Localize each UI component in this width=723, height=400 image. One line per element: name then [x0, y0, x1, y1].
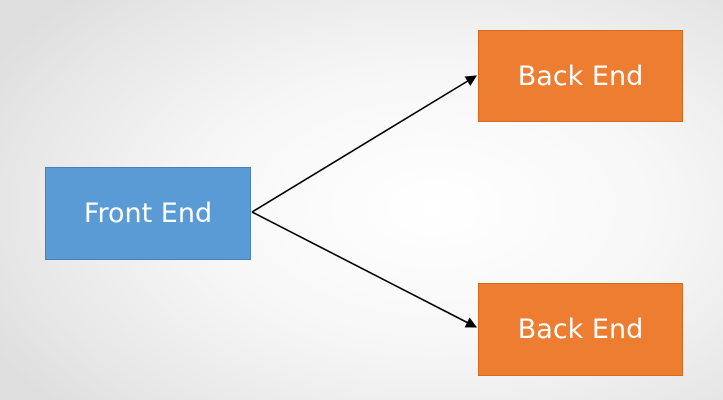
back-end-bottom-label: Back End [517, 314, 644, 345]
back-end-top-label: Back End [517, 60, 644, 92]
back-end-node-top: Back End [478, 30, 683, 122]
back-end-node-bottom: Back End [478, 283, 683, 376]
arrow-front-to-back-bottom [251, 211, 477, 328]
arrow-front-to-back-top [251, 75, 477, 213]
front-end-node: Front End [45, 167, 251, 260]
front-end-label: Front End [83, 198, 213, 229]
